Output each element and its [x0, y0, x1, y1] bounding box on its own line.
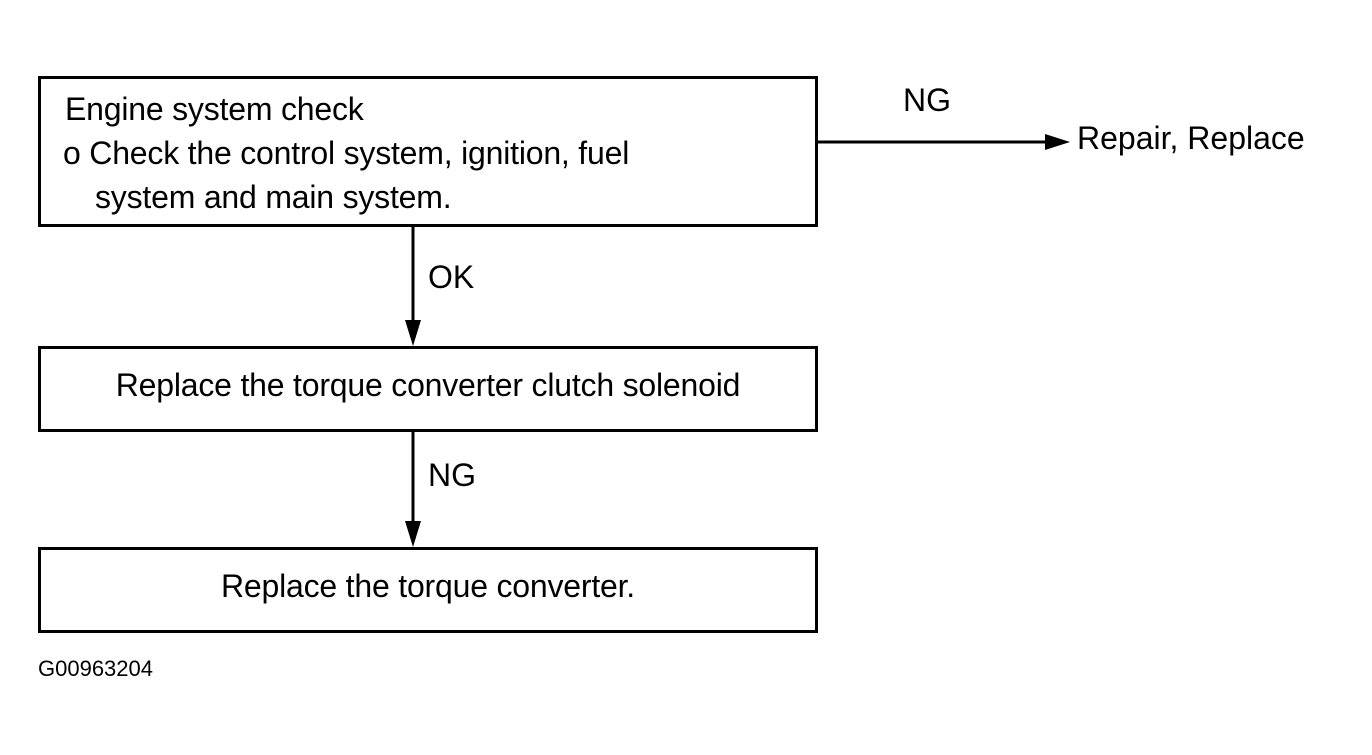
arrowhead-down-ok	[405, 320, 421, 346]
arrowhead-right	[1045, 134, 1070, 150]
label-ng-down: NG	[428, 457, 476, 493]
figure-id: G00963204	[38, 656, 153, 681]
arrowhead-down-ng	[405, 521, 421, 547]
engine-check-line-1: o Check the control system, ignition, fu…	[63, 135, 630, 171]
label-ng-right: NG	[903, 82, 951, 118]
engine-system-check-box: Engine system check o Check the control …	[38, 76, 818, 227]
replace-solenoid-box: Replace the torque converter clutch sole…	[38, 346, 818, 432]
label-ok-down: OK	[428, 259, 475, 295]
outcome-repair-replace: Repair, Replace	[1077, 120, 1305, 156]
engine-check-title: Engine system check	[65, 91, 364, 127]
replace-converter-text: Replace the torque converter.	[220, 568, 635, 604]
engine-check-line-2: system and main system.	[95, 179, 452, 215]
replace-solenoid-text: Replace the torque converter clutch sole…	[115, 367, 741, 403]
replace-converter-box: Replace the torque converter.	[38, 547, 818, 633]
